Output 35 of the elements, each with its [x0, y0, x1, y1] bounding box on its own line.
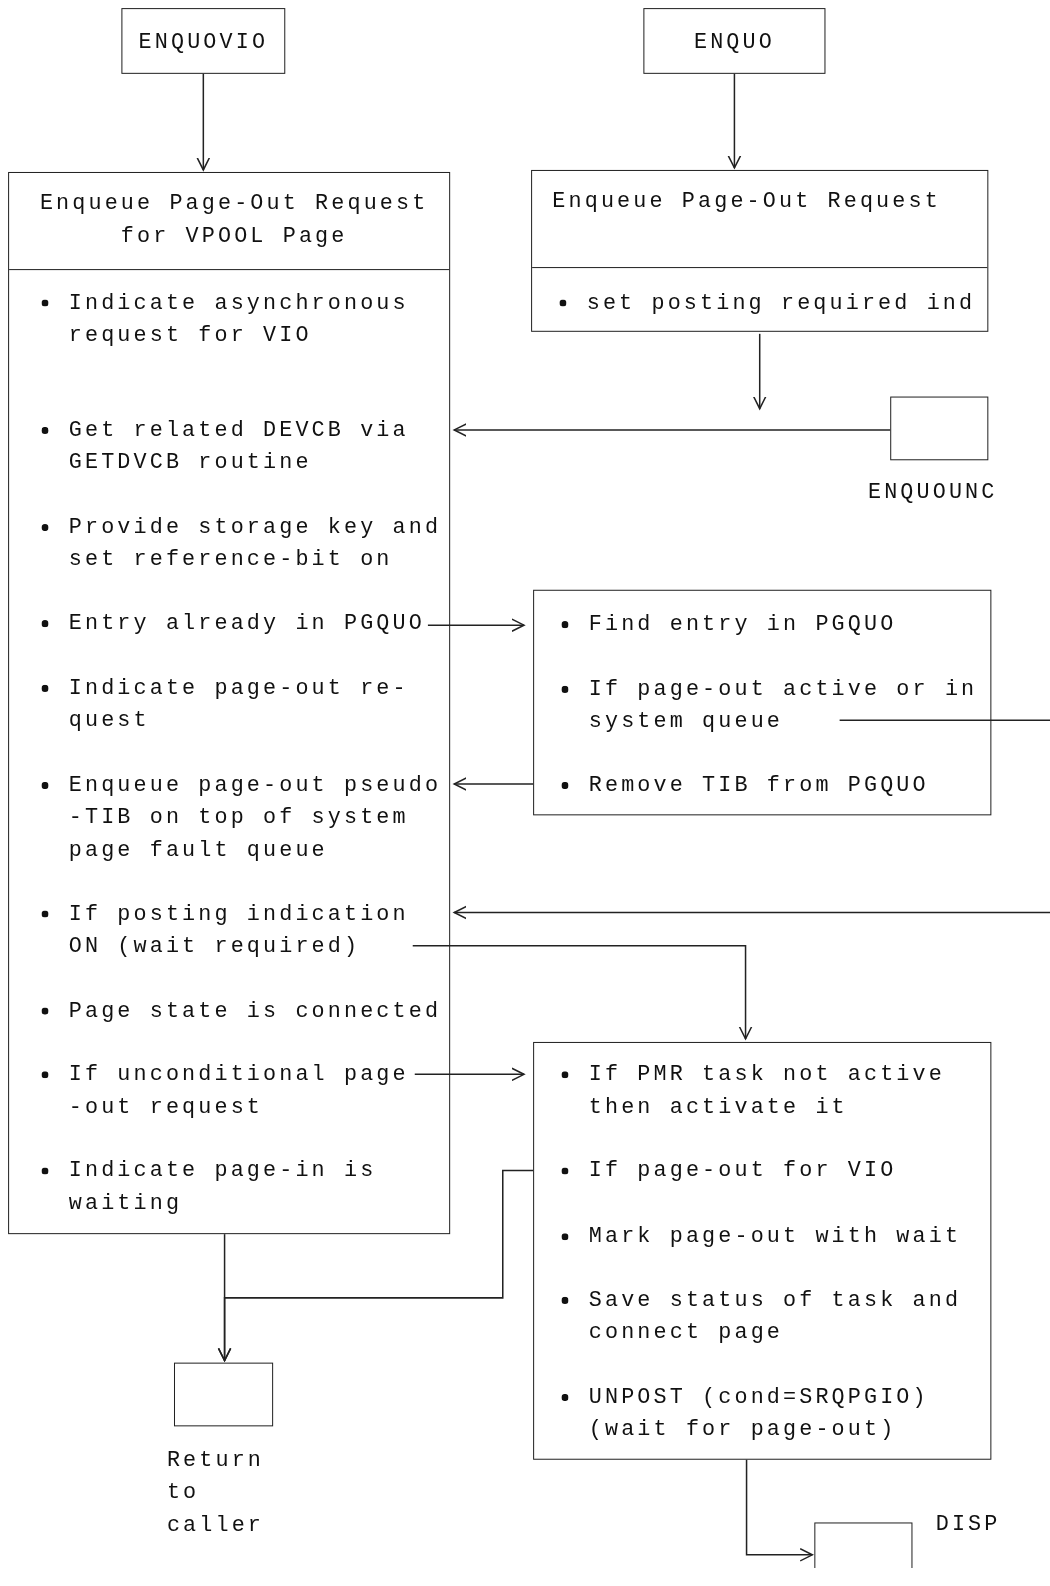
- step-text: If page-out active or in system queue: [588, 675, 979, 736]
- arrow: [727, 73, 742, 169]
- arrow: [745, 1459, 814, 1562]
- step-text: Indicate page-out re- quest: [68, 674, 410, 735]
- arrow: [411, 945, 753, 1040]
- step-text: Find entry in PGQUO: [588, 611, 898, 639]
- arrow: [217, 1233, 232, 1362]
- box-heading: Enqueue Page-Out Request: [552, 188, 942, 216]
- step-text: Mark page-out with wait: [588, 1223, 963, 1251]
- box-label: ENQUOUNC: [867, 478, 999, 506]
- step-text: Remove TIB from PGQUO: [588, 771, 930, 800]
- arrow: [453, 777, 534, 791]
- step-text: Indicate page-in is waiting: [68, 1157, 378, 1217]
- step-text: If posting indication ON (wait required): [68, 900, 410, 960]
- step-text: Page state is connected: [68, 997, 443, 1025]
- box-label: Return to caller: [166, 1446, 266, 1539]
- box-heading: Enqueue Page-Out Request for VPOOL Page: [38, 190, 430, 250]
- arrow: [427, 618, 525, 632]
- step-text: Enqueue page-out pseudo -TIB on top of system page fault queue: [68, 771, 443, 864]
- arrow: [414, 1067, 525, 1082]
- step-text: set posting required ind: [586, 289, 977, 317]
- step-text: If page-out for VIO: [588, 1157, 898, 1185]
- arrow: [196, 73, 211, 171]
- step-text: Provide storage key and set reference-bit on: [68, 513, 443, 574]
- arrow: [752, 333, 767, 410]
- arrow: [453, 719, 1050, 920]
- step-text: UNPOST (cond=SRQPGIO) (wait for page-out): [588, 1383, 930, 1444]
- step-text: Indicate asynchronous request for VIO: [68, 289, 410, 349]
- arrow: [453, 423, 891, 437]
- step-text: Save status of task and connect page: [588, 1286, 963, 1347]
- box-label: DISP: [935, 1510, 1002, 1538]
- step-text: If PMR task not active then activate it: [588, 1061, 946, 1121]
- step-text: If unconditional page -out request: [68, 1061, 410, 1121]
- step-text: Entry already in PGQUO: [68, 610, 426, 638]
- step-text: Get related DEVCB via GETDVCB routine: [68, 416, 410, 477]
